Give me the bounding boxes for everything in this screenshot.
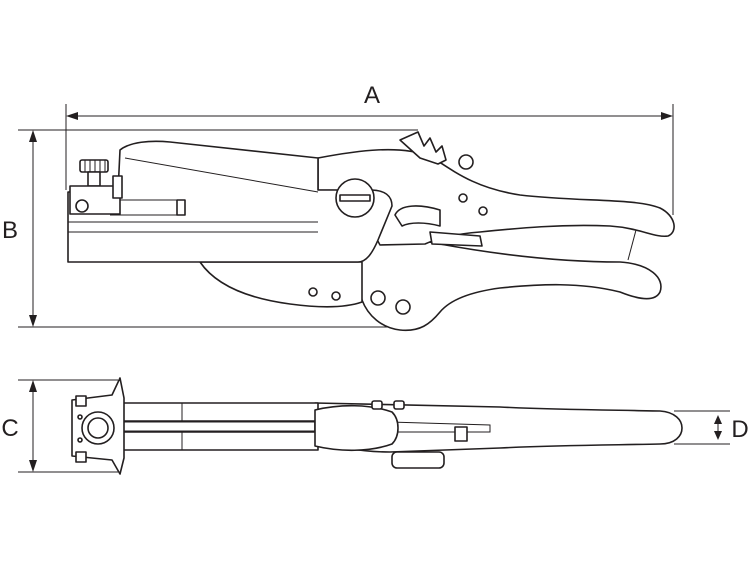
dimension-b: B (2, 129, 418, 328)
dimension-d: D (674, 410, 749, 445)
adjust-knob-cap (79, 159, 109, 173)
adjust-clip (112, 175, 123, 199)
lower-handle-hole-1 (370, 290, 386, 306)
release-knob (458, 154, 474, 170)
lower-jaw (199, 261, 363, 308)
dimension-b-label: B (2, 217, 18, 244)
dimension-a: A (65, 82, 674, 215)
pivot-bolt-slot (339, 194, 371, 202)
top-handle (314, 402, 683, 453)
dimension-a-label: A (364, 82, 380, 109)
top-handle-tab (454, 426, 468, 442)
spring-wire (627, 229, 637, 261)
top-head-screw-bottom (75, 451, 87, 463)
top-head-pin-2 (77, 437, 83, 443)
dimension-d-label: D (731, 416, 748, 443)
ratchet-teeth (399, 131, 447, 165)
top-head-roller-inner (87, 417, 109, 439)
side-view (67, 131, 675, 332)
top-shaft-slot (112, 421, 320, 432)
top-shaft-upper (119, 402, 319, 422)
top-pivot-housing (314, 404, 399, 452)
dimension-c-label: C (1, 415, 18, 442)
linkage (394, 205, 441, 227)
lower-jaw-rivet-1 (308, 287, 318, 297)
head-top-edge (124, 157, 319, 193)
upper-handle-rivet-2 (478, 206, 488, 216)
lower-handle (357, 238, 662, 332)
dimension-c: C (1, 379, 118, 473)
top-head-screw-top (75, 395, 87, 407)
adjust-knob-stem (87, 171, 101, 187)
adjust-knob-grip (84, 160, 106, 172)
upper-handle-rivet-1 (458, 193, 468, 203)
top-pivot-nub-1 (371, 400, 383, 410)
top-pivot-nub-2 (393, 400, 405, 410)
top-knob-under (391, 451, 445, 469)
top-shaft-lower (119, 431, 319, 451)
top-head-pin-1 (77, 414, 83, 420)
head-slot-end (176, 199, 186, 216)
top-view (71, 377, 683, 475)
link-bar (429, 231, 483, 247)
lower-handle-hole-2 (395, 299, 411, 315)
top-handle-inner (319, 419, 491, 433)
adjust-block-screw (75, 199, 89, 213)
lower-jaw-rivet-2 (331, 291, 341, 301)
